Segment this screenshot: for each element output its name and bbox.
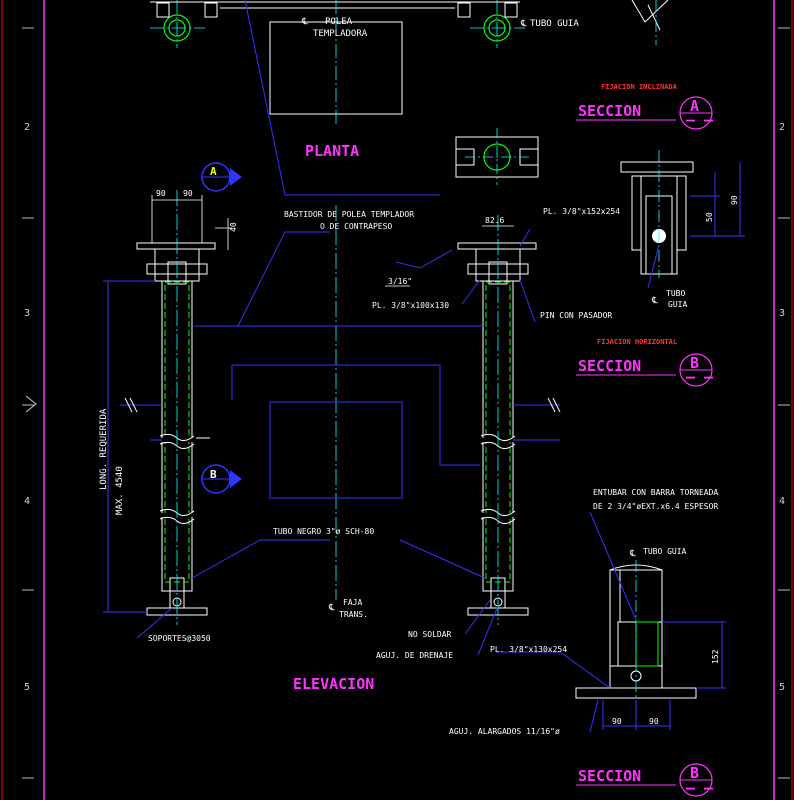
no-soldar-label: NO SOLDAR <box>408 630 452 639</box>
plate-152-label: PL. 3/8"x152x254 <box>543 207 620 216</box>
plan-view: ℄ POLEA TEMPLADORA ℄ TUBO GUIA PLANTA <box>150 0 579 196</box>
entubar-label: ENTUBAR CON BARRA TORNEADA <box>593 488 718 497</box>
dim-90: 90 <box>612 717 622 726</box>
cut-marker-a: A <box>201 162 242 192</box>
soportes-label: SOPORTES@3050 <box>148 634 211 643</box>
centerline-symbol: ℄ <box>328 603 335 613</box>
section-a-detail: 50 90 ℄ TUBO GUIA FIJACION INCLINADA SEC… <box>576 0 745 309</box>
trans-label: TRANS. <box>339 610 368 619</box>
fijacion-inclinada-label: FIJACION INCLINADA <box>601 83 678 91</box>
dim-40: 40 <box>229 222 238 232</box>
bracket-plan-detail <box>455 128 539 185</box>
dim-90: 90 <box>183 189 193 198</box>
row-label-left: 5 <box>24 682 30 693</box>
section-b-detail: ENTUBAR CON BARRA TORNEADA DE 2 3/4"øEXT… <box>449 488 726 797</box>
section-b2-title: SECCION <box>578 767 641 785</box>
tubo-guia-b-label: TUBO GUIA <box>643 547 687 556</box>
dim-82-6: 82.6 <box>485 216 504 225</box>
templadora-label: TEMPLADORA <box>313 29 368 39</box>
row-label-right: 4 <box>779 496 785 507</box>
cut-marker-b: B <box>201 464 242 494</box>
guia-label: GUIA <box>668 300 687 309</box>
section-a-dash: – – <box>686 111 714 129</box>
dim-90: 90 <box>156 189 166 198</box>
entubar-spec-label: DE 2 3/4"øEXT.x6.4 ESPESOR <box>593 502 718 511</box>
cut-marker-b-letter: B <box>210 468 217 481</box>
centerline-symbol: ℄ <box>651 296 658 306</box>
pin-label: PIN CON PASADOR <box>540 311 612 320</box>
row-label-right: 3 <box>779 308 785 319</box>
polea-label: POLEA <box>325 17 353 27</box>
row-label-right: 2 <box>779 122 785 133</box>
contrapeso-label: O DE CONTRAPESO <box>320 222 392 231</box>
weld-label: 3/16" <box>388 277 412 286</box>
centerline-symbol: ℄ <box>520 19 527 29</box>
section-b-title: SECCION <box>578 357 641 375</box>
plan-title: PLANTA <box>305 142 359 160</box>
row-label-left: 2 <box>24 122 30 133</box>
row-label-right: 5 <box>779 682 785 693</box>
row-label-left: 4 <box>24 496 30 507</box>
cut-marker-a-letter: A <box>210 165 217 178</box>
plate-100-label: PL. 3/8"x100x130 <box>372 301 449 310</box>
dim-50: 50 <box>705 212 714 222</box>
section-b-dash: – – <box>686 368 714 386</box>
dim-152: 152 <box>711 649 720 664</box>
aguj-alargados-label: AGUJ. ALARGADOS 11/16"ø <box>449 727 560 736</box>
plate-130-label: PL. 3/8"x130x254 <box>490 645 567 654</box>
dim-90-vertical: 90 <box>730 195 739 205</box>
long-requerida-label: LONG. REQUERIDA <box>99 408 109 490</box>
section-a-title: SECCION <box>578 102 641 120</box>
centerline-symbol: ℄ <box>301 17 308 27</box>
section-a-letter: A <box>690 97 699 115</box>
tubo-label: TUBO <box>666 289 685 298</box>
section-b-letter: B <box>690 354 699 372</box>
tubo-negro-label: TUBO NEGRO 3"ø SCH-80 <box>273 527 374 536</box>
aguj-drenaje-label: AGUJ. DE DRENAJE <box>376 651 453 660</box>
faja-label: FAJA <box>343 598 362 607</box>
row-label-left: 3 <box>24 308 30 319</box>
centerline-symbol: ℄ <box>629 549 636 559</box>
fijacion-horizontal-label: FIJACION HORIZONTAL <box>597 338 677 346</box>
section-b-header: FIJACION HORIZONTAL SECCION B – – <box>576 338 714 387</box>
tubo-guia-label: TUBO GUIA <box>530 19 579 29</box>
section-b2-letter: B <box>690 764 699 782</box>
section-b2-dash: – – <box>686 779 714 797</box>
bastidor-label: BASTIDOR DE POLEA TEMPLADOR <box>284 210 414 219</box>
elevation-view: LONG. REQUERIDA MAX. 4540 90 90 40 82.6 … <box>99 189 620 693</box>
max-length-label: MAX. 4540 <box>115 466 125 515</box>
elevation-title: ELEVACION <box>293 675 374 693</box>
dim-90: 90 <box>649 717 659 726</box>
